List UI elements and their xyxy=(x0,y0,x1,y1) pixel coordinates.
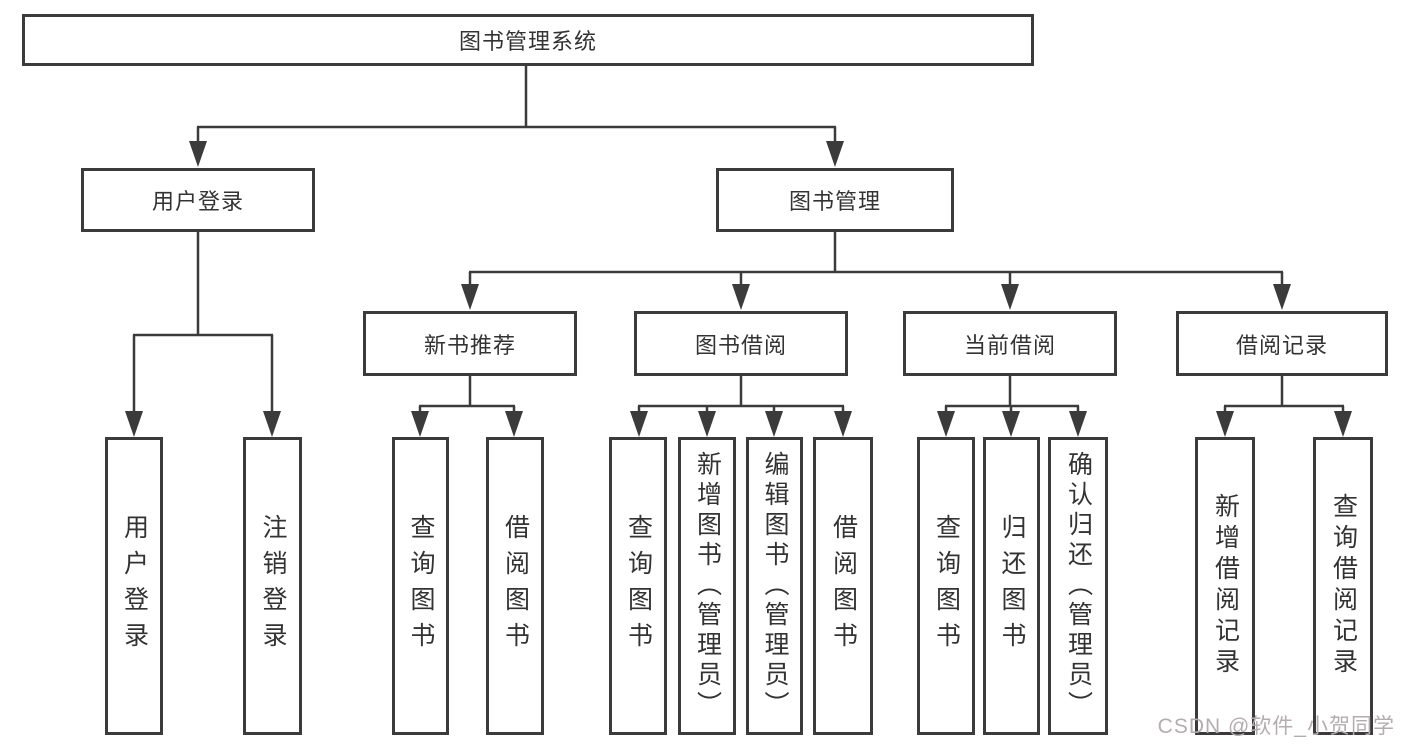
node-label: 借阅图书 xyxy=(501,514,530,658)
leaf-borrow-books: 借阅图书 xyxy=(813,437,873,735)
leaf-return-books: 归还图书 xyxy=(983,437,1040,735)
node-label: 新书推荐 xyxy=(423,332,516,358)
node-book-borrowing: 图书借阅 xyxy=(634,311,848,376)
leaf-query-books-borrow: 查询图书 xyxy=(609,437,667,735)
node-label: 新增借阅记录 xyxy=(1211,493,1240,679)
node-label: 图书管理 xyxy=(788,189,881,214)
leaf-add-borrow-record: 新增借阅记录 xyxy=(1195,437,1255,735)
csdn-watermark: CSDN @软件_小贺同学 xyxy=(1157,715,1395,738)
leaf-query-borrow-record: 查询借阅记录 xyxy=(1313,437,1373,735)
node-book-management: 图书管理 xyxy=(716,168,954,232)
leaf-user-login: 用户登录 xyxy=(105,437,163,735)
leaf-add-books-admin: 新增图书（管理员） xyxy=(678,437,736,735)
node-label: 确认归还（管理员） xyxy=(1064,451,1093,721)
leaf-query-books-recommend: 查询图书 xyxy=(392,437,449,735)
node-label: 查询图书 xyxy=(932,514,961,658)
node-borrowing-records: 借阅记录 xyxy=(1176,311,1388,376)
node-new-book-recommendation: 新书推荐 xyxy=(363,311,577,376)
node-label: 查询图书 xyxy=(407,514,435,658)
node-label: 查询图书 xyxy=(624,514,653,658)
node-label: 借阅记录 xyxy=(1235,332,1328,358)
node-label: 当前借阅 xyxy=(963,332,1056,358)
node-label: 查询借阅记录 xyxy=(1329,493,1358,679)
node-book-management-system: 图书管理系统 xyxy=(22,14,1034,66)
node-current-borrowing: 当前借阅 xyxy=(903,311,1117,376)
node-label: 用户登录 xyxy=(151,189,244,214)
leaf-confirm-return-admin: 确认归还（管理员） xyxy=(1048,437,1108,735)
node-label: 注销登录 xyxy=(259,514,287,658)
node-label: 用户登录 xyxy=(120,514,149,658)
node-label: 图书借阅 xyxy=(694,332,787,358)
node-label: 编辑图书（管理员） xyxy=(761,451,789,721)
node-user-login: 用户登录 xyxy=(81,168,315,232)
leaf-borrow-books-recommend: 借阅图书 xyxy=(486,437,544,735)
node-label: 借阅图书 xyxy=(829,514,858,658)
leaf-edit-books-admin: 编辑图书（管理员） xyxy=(746,437,803,735)
node-label: 图书管理系统 xyxy=(458,29,597,54)
leaf-logout: 注销登录 xyxy=(243,437,302,735)
leaf-query-books-current: 查询图书 xyxy=(917,437,975,735)
node-label: 归还图书 xyxy=(998,514,1026,658)
node-label: 新增图书（管理员） xyxy=(693,451,722,721)
